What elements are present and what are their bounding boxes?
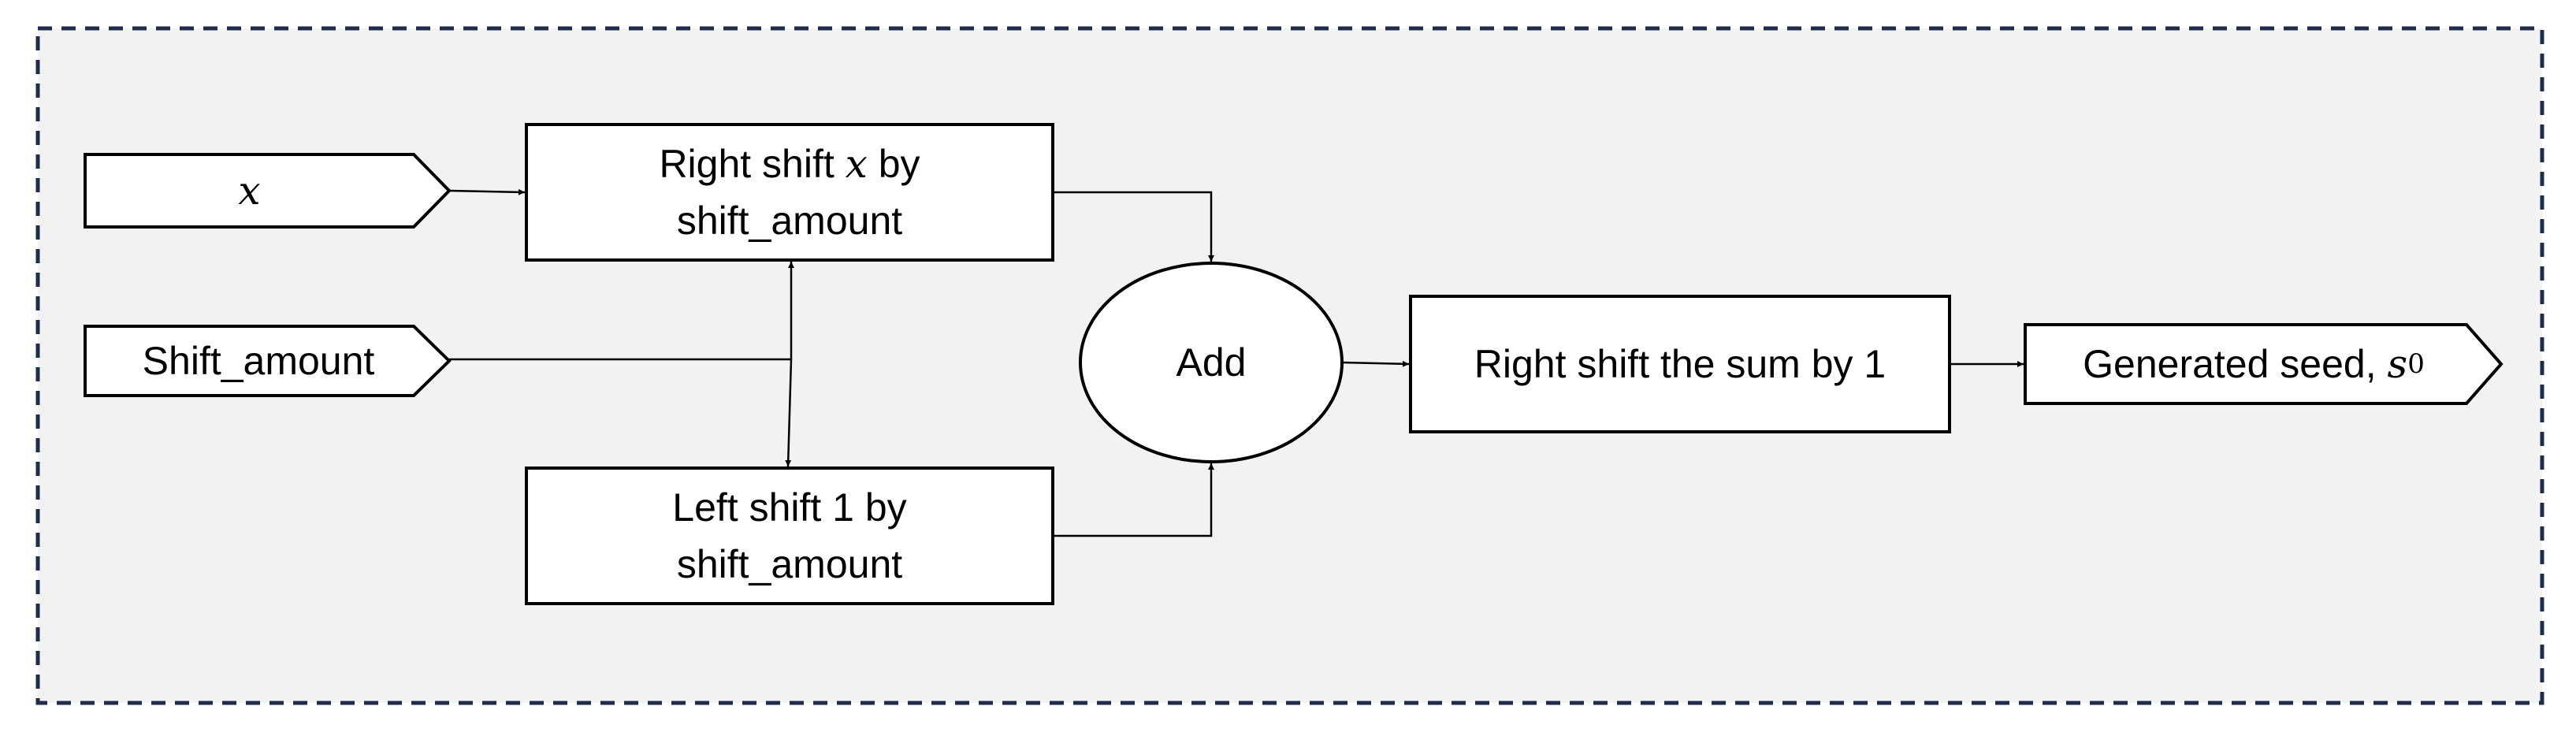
input-x-shape bbox=[84, 153, 452, 229]
x-variable: x bbox=[238, 168, 261, 214]
left-shift-1-line2: shift_amount bbox=[676, 542, 903, 586]
input-shift-amount-shape bbox=[84, 325, 452, 397]
output-prefix: Generated seed, bbox=[2083, 342, 2388, 386]
right-shift-x-line2: shift_amount bbox=[676, 199, 903, 243]
right-shift-x-pre: Right shift bbox=[659, 142, 846, 186]
right-shift-sum-label: Right shift the sum by 1 bbox=[1411, 296, 1950, 432]
arrow-add-to-sum-shift bbox=[1341, 360, 1410, 367]
add-text: Add bbox=[1176, 340, 1247, 385]
arrow-left-shift-to-add bbox=[1053, 463, 1214, 537]
right-shift-x-label: Right shift x by shift_amount bbox=[526, 125, 1053, 260]
left-shift-1-box bbox=[525, 467, 1054, 605]
right-shift-x-var: x bbox=[845, 141, 868, 187]
arrow-right-shift-to-add bbox=[1053, 191, 1214, 262]
input-x-label: x bbox=[85, 154, 414, 227]
output-var: s bbox=[2387, 341, 2408, 387]
arrow-x-to-right-shift bbox=[448, 188, 526, 195]
output-shape bbox=[2024, 323, 2504, 405]
output-subscript: 0 bbox=[2407, 348, 2425, 380]
right-shift-x-post: by bbox=[867, 142, 920, 186]
input-shift-amount-label: Shift_amount bbox=[85, 326, 432, 396]
right-shift-sum-box bbox=[1409, 295, 1951, 433]
left-shift-1-line1: Left shift 1 by bbox=[672, 485, 907, 530]
right-shift-sum-text: Right shift the sum by 1 bbox=[1474, 342, 1886, 386]
left-shift-1-label: Left shift 1 by shift_amount bbox=[526, 468, 1053, 604]
shift-amount-text: Shift_amount bbox=[142, 339, 375, 383]
right-shift-x-line1: Right shift x by bbox=[659, 136, 920, 192]
add-label: Add bbox=[1080, 263, 1342, 462]
arrow-shift-to-left-shift-box bbox=[785, 359, 793, 467]
